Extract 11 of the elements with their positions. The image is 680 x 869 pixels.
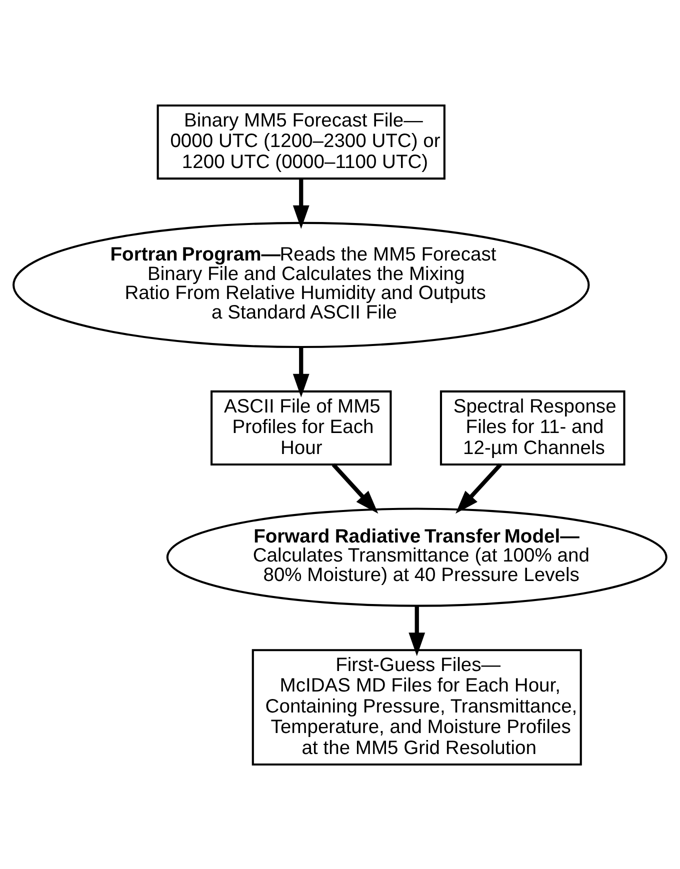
node-box: First-Guess Files— McIDAS MD Files for Each Hour, Containing Pressure, Transmittance, Temperature, and Moisture Profiles at the MM5 Grid Resolution <box>252 648 582 766</box>
arrow <box>408 606 426 656</box>
node-ellipse: Forward Radiative Transfer Model— Calculates Transmittance (at 100% and 80% Moisture) at 40 Pressure Levels <box>166 507 668 606</box>
node-box: Spectral Response Files for 11- and 12-µm Channels <box>440 390 626 466</box>
arrow <box>456 462 502 514</box>
node-box: Binary MM5 Forecast File— 0000 UTC (1200–2300 UTC) or 1200 UTC (0000–1100 UTC) <box>156 104 446 180</box>
arrow <box>332 462 378 514</box>
node-box: ASCII File of MM5 Profiles for Each Hour <box>210 390 392 466</box>
arrow <box>292 346 310 397</box>
node-ellipse: Fortran Program—Reads the MM5 Forecast Binary File and Calculates the Mixing Ratio From Relative Humidity and Outputs a Standard ASCII File <box>12 221 590 348</box>
arrow <box>292 178 310 228</box>
